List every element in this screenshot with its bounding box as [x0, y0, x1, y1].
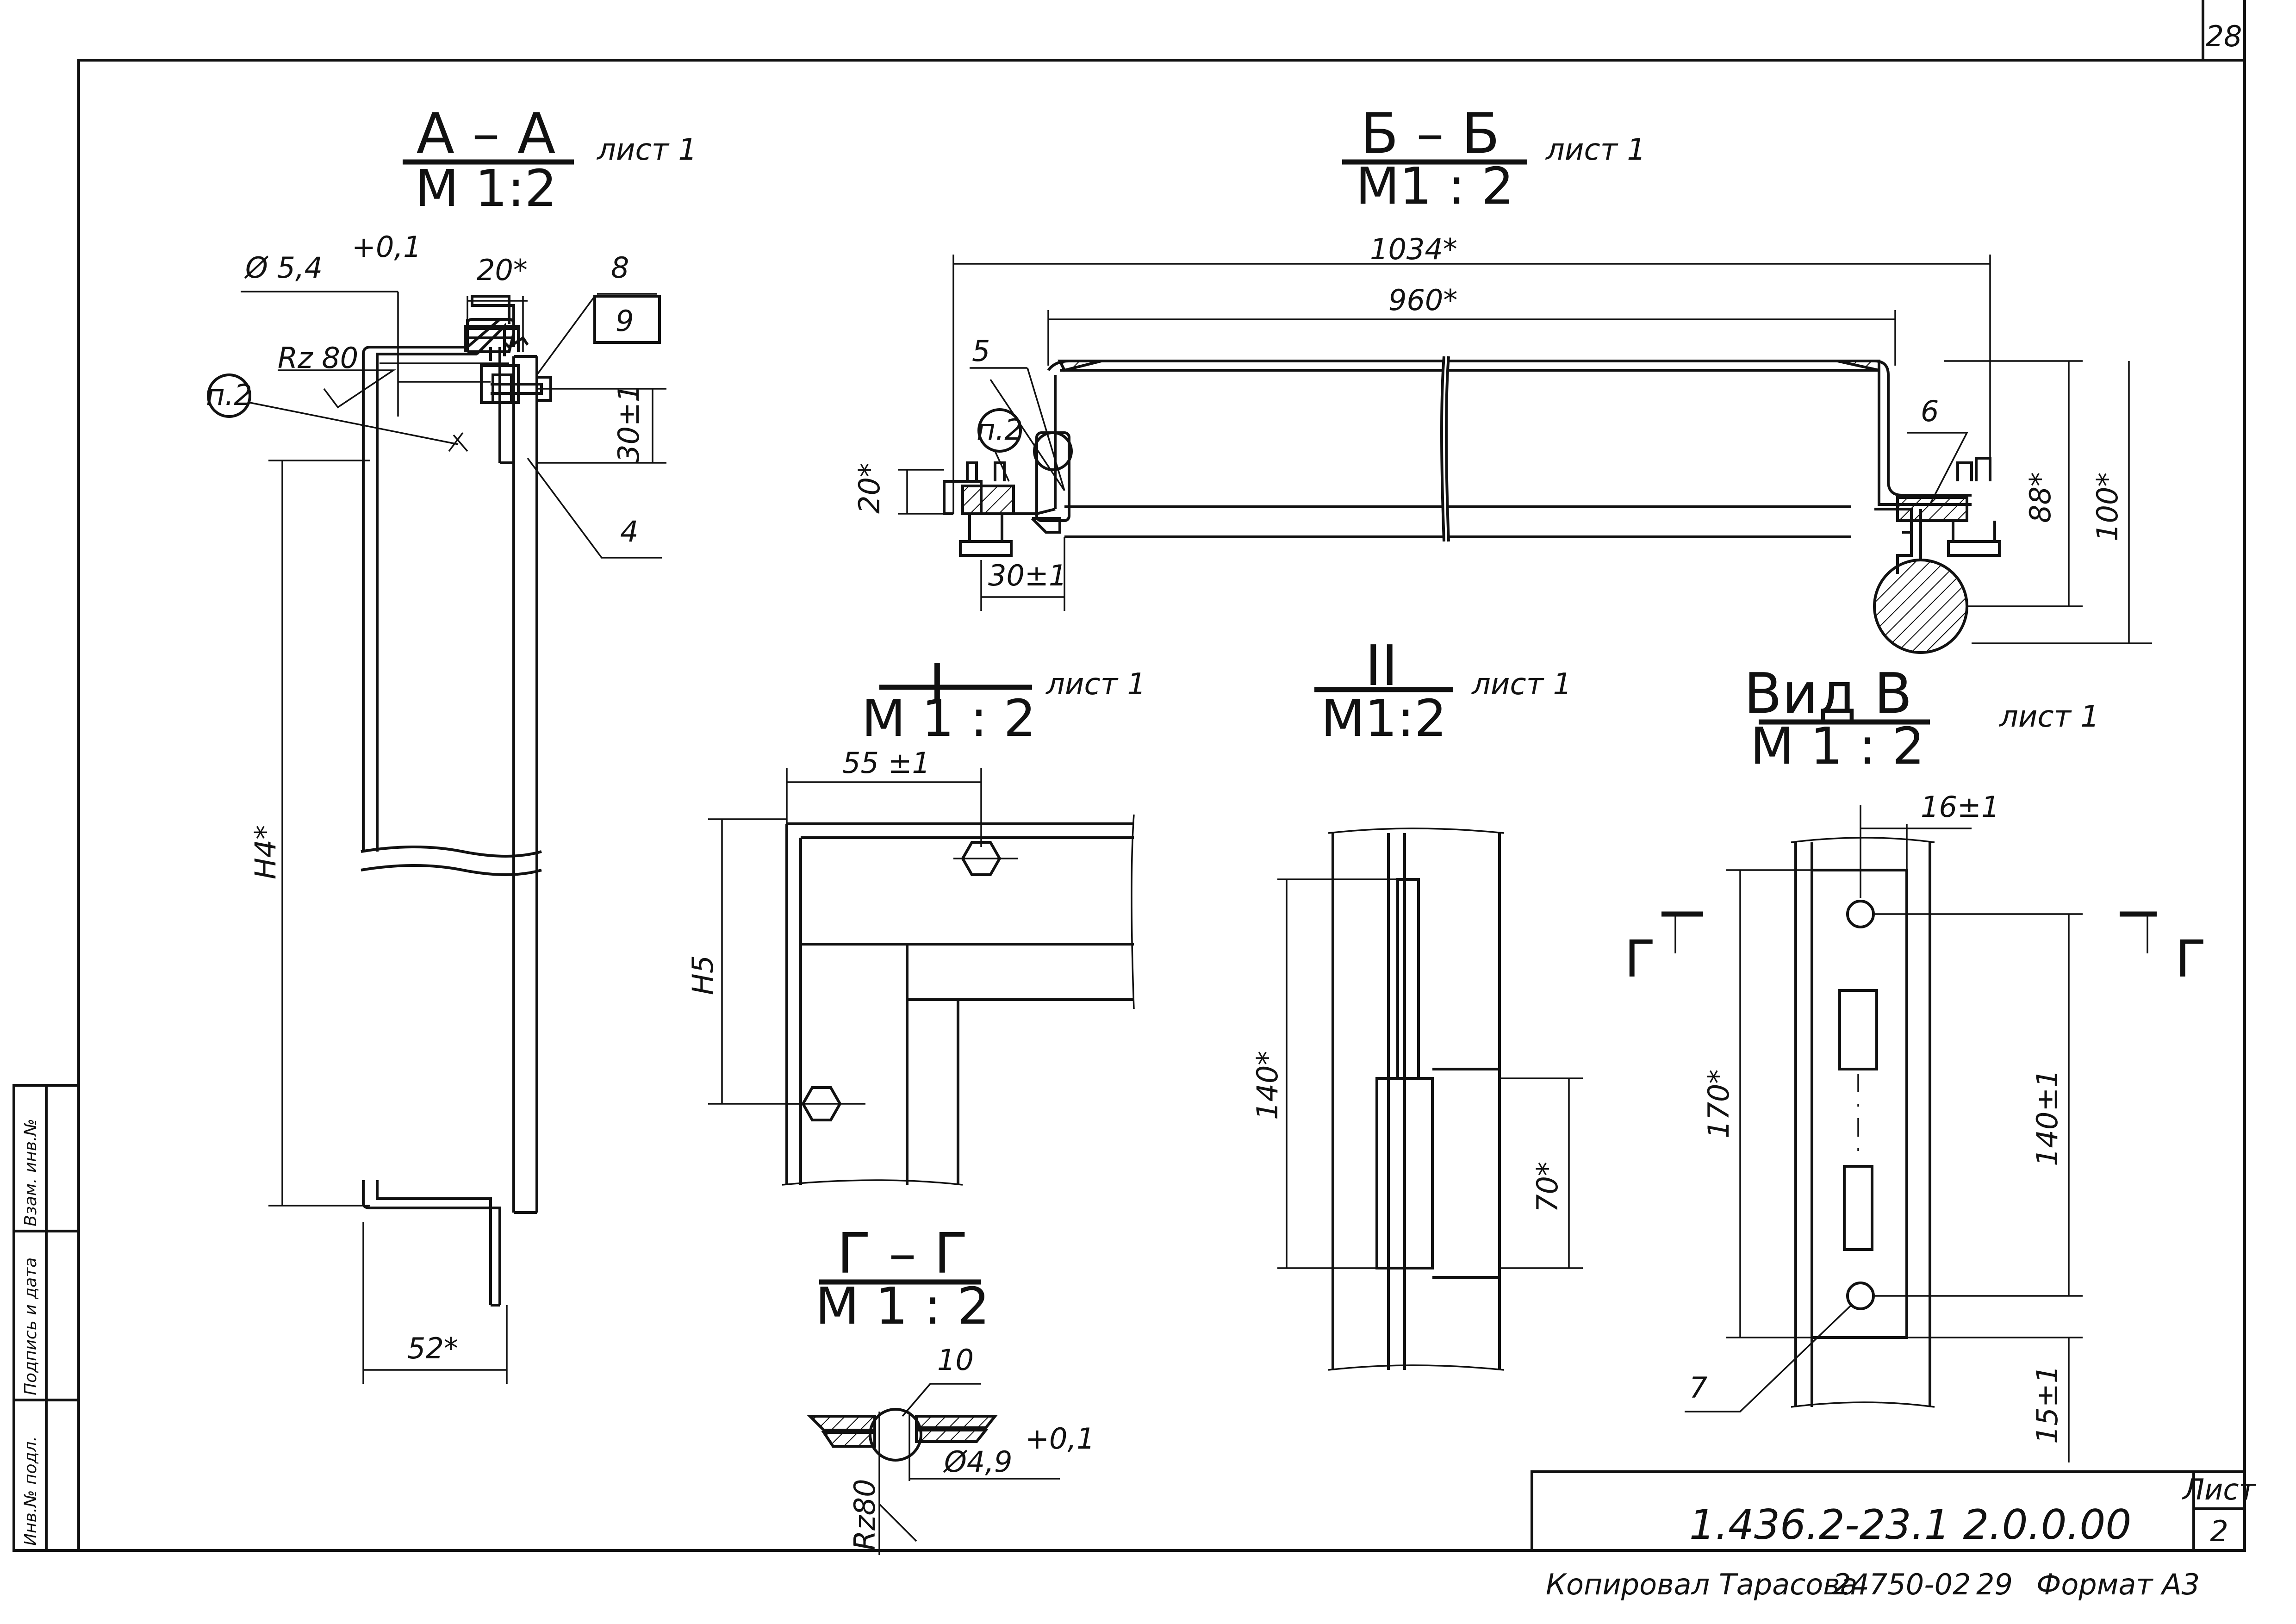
callout-5: 5 [972, 334, 990, 368]
view-aa: А – А М 1:2 лист 1 Ø 5,4 +0,1 20* Rz 80 [206, 102, 697, 1384]
bb-dim-inner: 960* [1388, 283, 1457, 317]
i-dim-h: H5 [686, 955, 720, 995]
callout-4: 4 [620, 515, 638, 548]
aa-note-circle: п.2 [206, 378, 252, 412]
stamp-signature-date: Подпись и дата [21, 1257, 40, 1395]
footer: Копировал Тарасова 24750-02 29 Формат А3 [1546, 1568, 2200, 1601]
ii-dim-70: 70* [1531, 1162, 1564, 1213]
gg-dim-rough: Rz80 [848, 1479, 882, 1550]
callout-7: 7 [1689, 1371, 1707, 1405]
vb-dim-170: 170* [1702, 1070, 1736, 1139]
callout-6: 6 [1921, 394, 1939, 428]
vb-dim-16: 16±1 [1921, 790, 1999, 824]
vb-scale: М 1 : 2 [1750, 716, 1925, 776]
footer-order: 24750-02 [1833, 1568, 1971, 1601]
ii-dim-140: 140* [1251, 1051, 1284, 1120]
stamp-inv-orig: Инв.№ подл. [21, 1436, 40, 1546]
footer-format: Формат А3 [2036, 1568, 2200, 1601]
bb-note-circle: п.2 [977, 413, 1023, 447]
i-scale: М 1 : 2 [862, 689, 1036, 748]
bb-scale: М1 : 2 [1356, 156, 1514, 216]
aa-scale: М 1:2 [415, 159, 557, 218]
bb-dim-100: 100* [2091, 473, 2124, 541]
callout-10: 10 [937, 1343, 974, 1377]
vb-section-right: Г [2175, 929, 2206, 989]
aa-dim-hole: Ø 5,4 [244, 251, 323, 285]
vb-dim-15: 15±1 [2030, 1365, 2064, 1444]
view-vb: Вид В М 1 : 2 лист 1 16±1 170* 140±1 15±… [1624, 662, 2206, 1462]
stamp-replace-inv: Взам. инв.№ [21, 1119, 40, 1226]
bb-title: Б – Б [1361, 102, 1500, 166]
view-ii: II М1:2 лист 1 140* 70* [1251, 634, 1583, 1371]
aa-sheet-ref: лист 1 [596, 133, 697, 167]
bb-dim-gap: 30±1 [988, 559, 1067, 592]
title-block: 1.436.2-23.1 2.0.0.00 Лист 2 [1531, 1470, 2256, 1552]
gg-dim-hole-tol: +0,1 [1025, 1422, 1095, 1456]
callout-8: 8 [611, 251, 629, 285]
drawing-code: 1.436.2-23.1 2.0.0.00 [1689, 1501, 2131, 1549]
bb-dim-left-h: 20* [852, 463, 886, 514]
i-sheet-ref: лист 1 [1045, 667, 1146, 702]
view-i: I М 1 : 2 лист 1 55 ±1 H5 [686, 653, 1146, 1186]
callout-9: 9 [616, 304, 634, 338]
ii-scale: М1:2 [1321, 689, 1447, 748]
footer-num: 29 [1976, 1568, 2013, 1601]
ii-sheet-ref: лист 1 [1471, 667, 1572, 702]
view-gg: Г – Г М 1 : 2 Ø4,9 +0,1 10 Rz80 [806, 1222, 1095, 1555]
page-number: 28 [2206, 19, 2242, 53]
aa-title: А – А [417, 102, 555, 166]
vb-section-left: Г [1624, 929, 1655, 989]
view-bb: Б – Б М1 : 2 лист 1 1034* 960* п.2 5 [852, 102, 2152, 654]
gg-dim-hole: Ø4,9 [943, 1445, 1012, 1479]
aa-dim-gap: 30±1 [612, 384, 646, 463]
aa-dim-rough: Rz 80 [278, 341, 358, 375]
bb-dim-88: 88* [2023, 472, 2057, 523]
vb-dim-140: 140±1 [2030, 1069, 2064, 1166]
vb-sheet-ref: лист 1 [1998, 700, 2099, 734]
aa-dim-hole-tol: +0,1 [352, 230, 422, 264]
side-stamp: Инв.№ подл. Подпись и дата Взам. инв.№ [12, 1084, 80, 1552]
sheet-label: Лист [2182, 1473, 2256, 1506]
gg-scale: М 1 : 2 [815, 1276, 990, 1336]
aa-dim-width: 52* [407, 1332, 458, 1365]
sheet-frame [77, 0, 2246, 1552]
bb-sheet-ref: лист 1 [1545, 133, 1646, 167]
aa-dim-flange: 20* [477, 253, 528, 287]
gg-title: Г – Г [837, 1222, 968, 1286]
aa-dim-height: H4* [249, 825, 282, 879]
footer-copied: Копировал Тарасова [1546, 1568, 1858, 1601]
bb-dim-overall: 1034* [1370, 232, 1457, 266]
vb-title: Вид В [1744, 662, 1912, 726]
i-dim-w: 55 ±1 [842, 746, 930, 780]
sheet-number: 2 [2210, 1514, 2228, 1548]
